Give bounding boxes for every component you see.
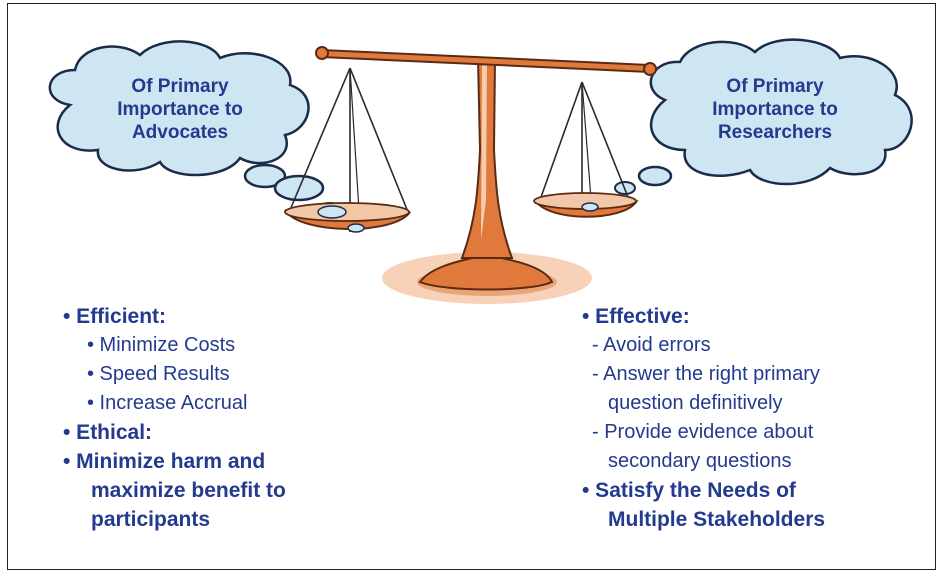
list-item: question definitively: [608, 392, 783, 414]
harm-benefit-line: participants: [91, 508, 211, 531]
list-item: secondary questions: [608, 450, 792, 472]
left-cloud-line: Importance to: [117, 99, 243, 120]
left-cloud-line: Advocates: [131, 122, 229, 143]
list-item: - Answer the right primary: [592, 363, 820, 385]
left-cloud-label: Of Primary Importance to Advocates: [95, 75, 265, 144]
right-cloud-line: Importance to: [712, 99, 838, 120]
list-item: • Speed Results: [87, 363, 230, 385]
researchers-criteria-list: • Effective: - Avoid errors - Answer the…: [582, 302, 922, 534]
efficient-heading: • Efficient:: [63, 305, 167, 328]
harm-benefit-line: maximize benefit to: [91, 479, 286, 502]
stakeholders-line: Multiple Stakeholders: [608, 508, 826, 531]
left-cloud-line: Of Primary: [131, 76, 229, 97]
stakeholders-line: • Satisfy the Needs of: [582, 479, 796, 502]
list-item: • Minimize Costs: [87, 334, 236, 356]
advocates-criteria-list: • Efficient: • Minimize Costs • Speed Re…: [63, 302, 393, 534]
list-item: - Avoid errors: [592, 334, 711, 356]
harm-benefit-line: • Minimize harm and: [63, 450, 266, 473]
right-cloud-line: Of Primary: [726, 76, 824, 97]
list-item: • Increase Accrual: [87, 392, 248, 414]
ethical-heading: • Ethical:: [63, 421, 153, 444]
right-cloud-label: Of Primary Importance to Researchers: [680, 75, 870, 144]
list-item: - Provide evidence about: [592, 421, 814, 443]
scale-drawing: [284, 46, 657, 304]
effective-heading: • Effective:: [582, 305, 690, 328]
right-cloud-line: Researchers: [717, 122, 833, 143]
